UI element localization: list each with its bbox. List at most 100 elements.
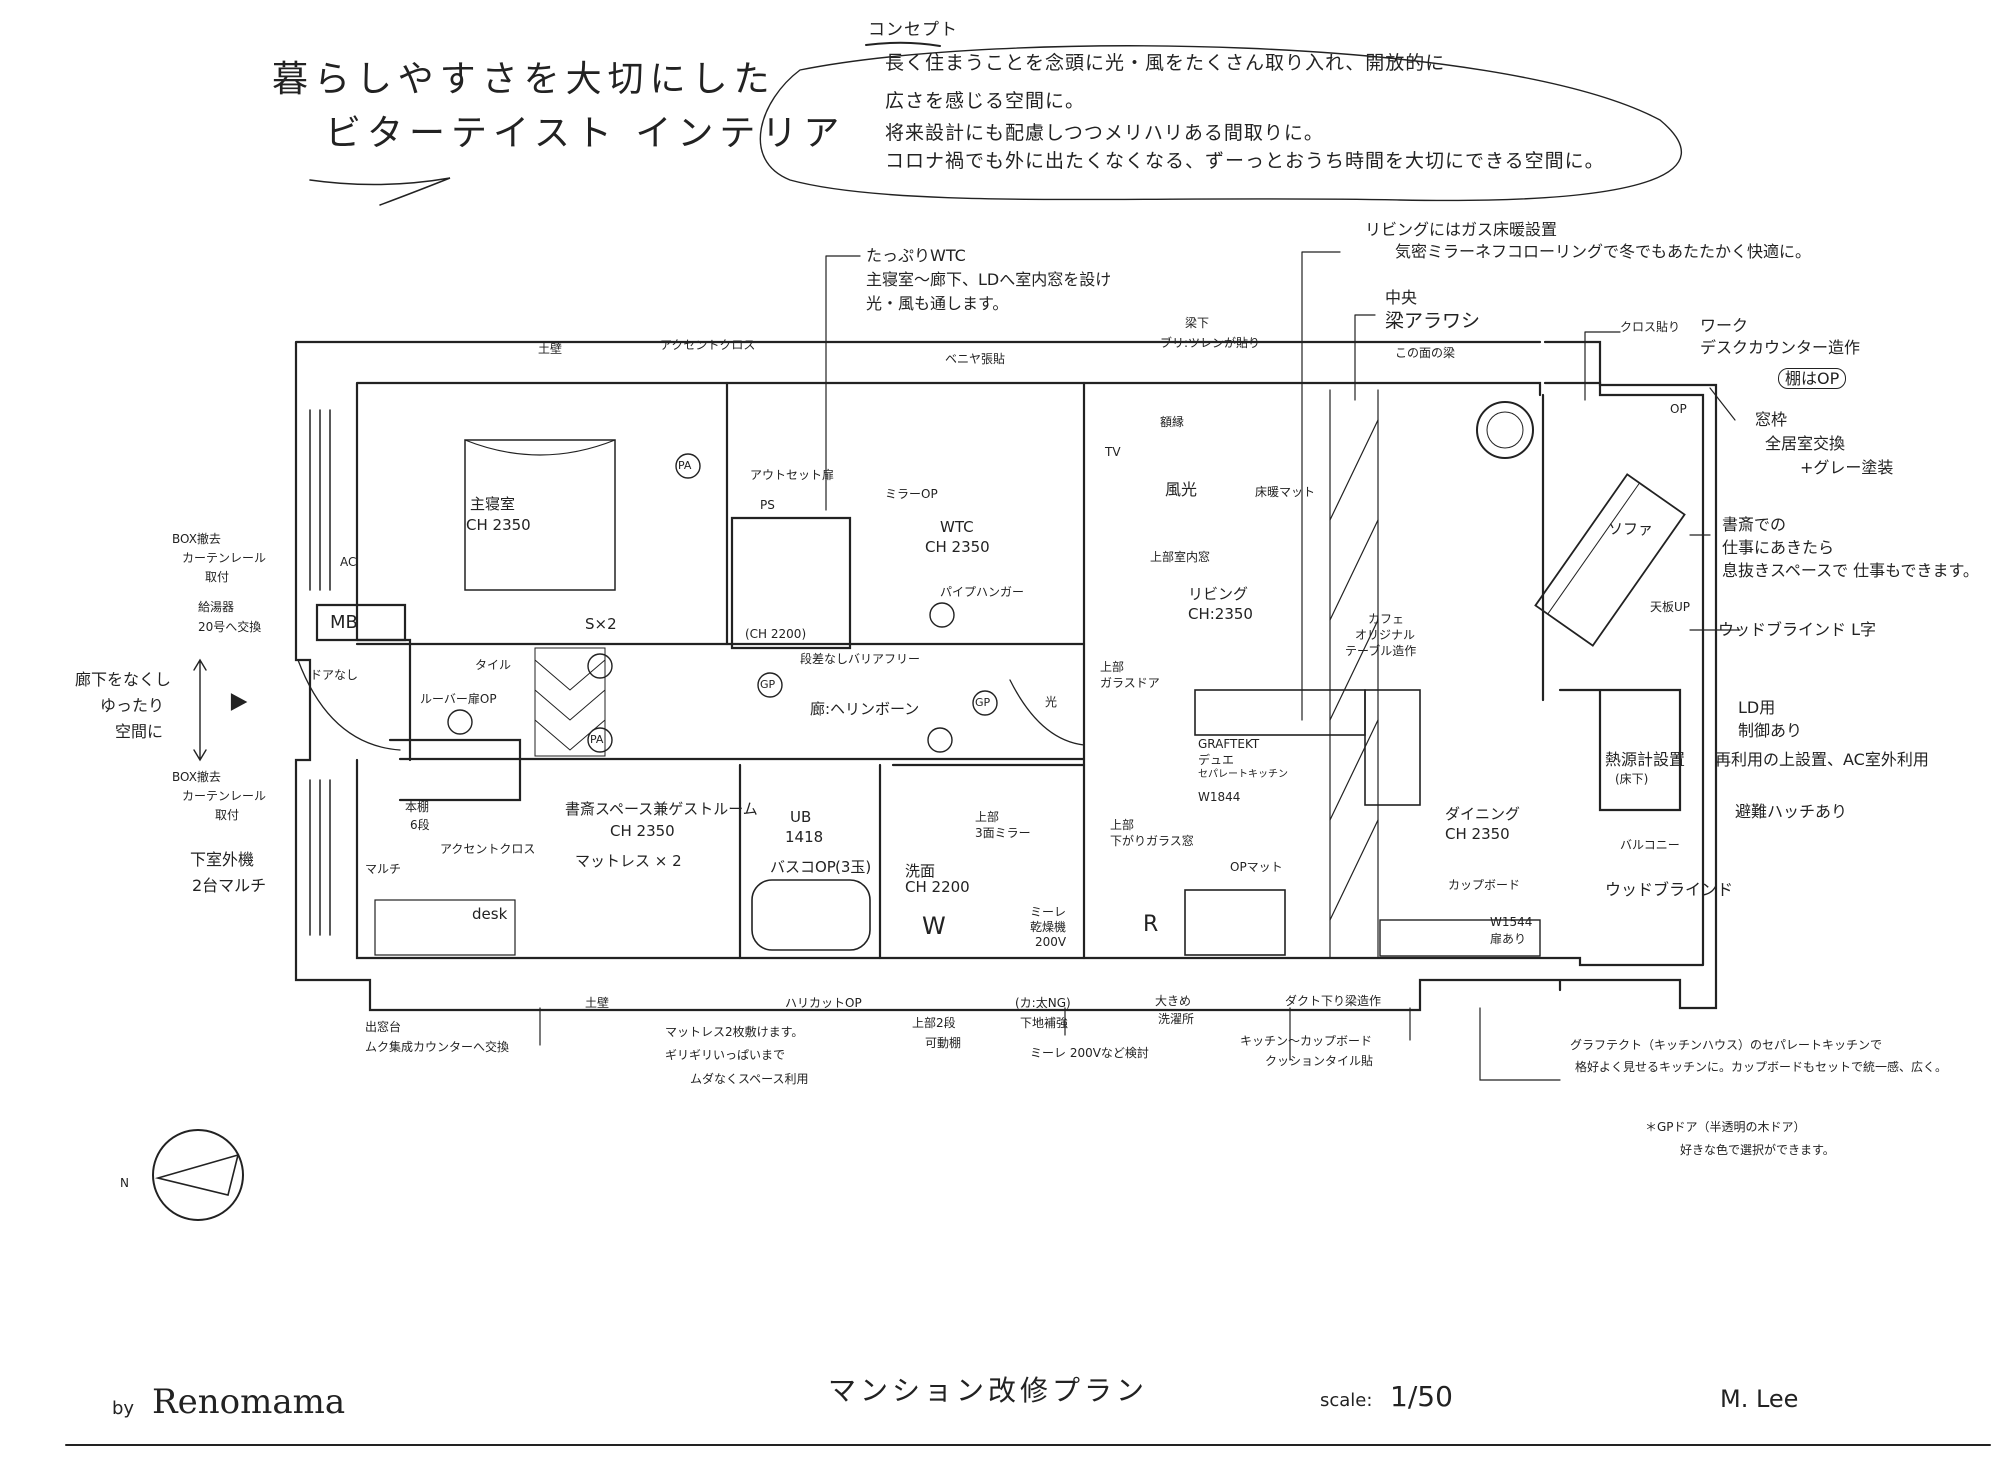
compass-arrow bbox=[154, 1153, 240, 1196]
balcony-label: バルコニー bbox=[1620, 838, 1680, 852]
room-washroom: 洗面 bbox=[905, 862, 936, 880]
room-study-ch: CH 2350 bbox=[610, 822, 675, 840]
wind-light-label: 風光 bbox=[1165, 480, 1198, 499]
note-ld-use: 制御あり bbox=[1738, 721, 1803, 740]
note-wtc: 主寝室〜廊下、LDへ室内窓を設け bbox=[866, 270, 1112, 289]
balcony-line bbox=[1541, 393, 1682, 812]
cafe-table: カフェ bbox=[1368, 612, 1405, 626]
bookshelf-label: 6段 bbox=[410, 818, 430, 832]
note-wood-blind: ウッドブラインド bbox=[1605, 880, 1734, 899]
wtc-box bbox=[730, 516, 852, 650]
note-window-frame: +グレー塗装 bbox=[1800, 458, 1894, 477]
note-cloth: クロス貼り bbox=[1620, 320, 1681, 334]
title-underline bbox=[309, 177, 451, 206]
door-swing bbox=[1009, 679, 1085, 746]
note-earth-wall-bottom: 土壁 bbox=[585, 996, 610, 1010]
upper-window-label: 上部室内窓 bbox=[1150, 550, 1211, 564]
bath-op: バスコOP bbox=[770, 858, 836, 876]
mb-box bbox=[315, 603, 407, 642]
title-line-1: 暮らしやすさを大切にした bbox=[272, 59, 776, 100]
note-laundry: 大きめ bbox=[1155, 994, 1192, 1008]
note-floor-heating: リビングにはガス床暖設置 bbox=[1365, 220, 1558, 239]
bath-op: (3玉) bbox=[835, 858, 872, 876]
note-gp-door: ＊GPドア（半透明の木ドア） bbox=[1645, 1120, 1806, 1134]
note-reuse: 再利用の上設置、AC室外利用 bbox=[1715, 750, 1929, 769]
note-reinforce: ミーレ 200Vなど検討 bbox=[1030, 1046, 1149, 1060]
louver-door-label: ルーバー扉OP bbox=[420, 692, 497, 706]
cafe-table: オリジナル bbox=[1355, 628, 1416, 642]
note-bay-window: 出窓台 bbox=[365, 1020, 402, 1034]
pa-markers bbox=[447, 453, 998, 753]
inner-wall bbox=[355, 381, 1705, 967]
note-mattress: ムダなくスペース利用 bbox=[690, 1072, 809, 1086]
note-work-desk: ワーク bbox=[1700, 316, 1749, 335]
room-hall: 廊:ヘリンボーン bbox=[810, 700, 920, 718]
outer-wall bbox=[294, 340, 1718, 1012]
bed-size: S×2 bbox=[585, 615, 617, 633]
footer-author: M. Lee bbox=[1720, 1385, 1799, 1413]
note-laundry: 洗濯所 bbox=[1158, 1012, 1195, 1026]
note-shelf-op: 棚はOP bbox=[1778, 368, 1847, 390]
plant-icon bbox=[1476, 401, 1534, 459]
light-label: 光 bbox=[1045, 695, 1058, 709]
footer-scale-label: scale: bbox=[1320, 1390, 1373, 1411]
herringbone-floor bbox=[534, 647, 606, 757]
note-shelf-2: 可動棚 bbox=[925, 1036, 962, 1050]
note-beam-face: この面の梁 bbox=[1395, 346, 1456, 360]
room-living-ch: CH:2350 bbox=[1188, 605, 1253, 623]
cupboard-label: カップボード bbox=[1448, 878, 1521, 892]
beam-hatch bbox=[1329, 389, 1379, 959]
note-box-remove-1: 取付 bbox=[205, 570, 230, 584]
note-no-corridor: 廊下をなくし bbox=[75, 670, 172, 689]
note-duct: ダクト下り梁造作 bbox=[1285, 994, 1382, 1008]
fridge-r: R bbox=[1143, 912, 1159, 937]
note-study-break: 書斎での bbox=[1722, 515, 1787, 534]
note-study-break: 息抜きスペースで 仕事もできます。 bbox=[1722, 561, 1979, 580]
note-accent-cloth-top: アクセントクロス bbox=[660, 338, 756, 352]
kitchen-label: セパレートキッチン bbox=[1198, 769, 1288, 780]
mirror-op-label: ミラーOP bbox=[885, 487, 938, 501]
note-ld-use: LD用 bbox=[1738, 698, 1776, 717]
note-work-desk: デスクカウンター造作 bbox=[1700, 338, 1861, 357]
ps-label: PS bbox=[760, 498, 775, 512]
bed bbox=[464, 439, 616, 591]
cafe-table: テーブル造作 bbox=[1345, 644, 1417, 658]
miele-dryer: 乾燥機 bbox=[1030, 920, 1067, 934]
note-window-frame: 全居室交換 bbox=[1765, 434, 1846, 453]
note-box-remove-1: カーテンレール bbox=[182, 551, 267, 565]
tile-label: タイル bbox=[475, 658, 512, 672]
entry-no-door: ドアなし bbox=[310, 668, 359, 682]
room-ub: UB bbox=[790, 808, 812, 826]
washer-w: W bbox=[922, 912, 946, 940]
bookshelf-label: 本棚 bbox=[405, 800, 430, 814]
note-kitchen-tile: キッチン〜カップボード bbox=[1240, 1034, 1373, 1048]
note-earth-wall-top: 土壁 bbox=[538, 342, 563, 356]
note-reinforce: (カ:太NG) bbox=[1015, 996, 1071, 1010]
note-shelf-2: 上部2段 bbox=[912, 1016, 956, 1030]
note-no-corridor: ゆったり bbox=[100, 696, 165, 715]
note-study-break: 仕事にあきたら bbox=[1722, 538, 1835, 557]
note-wtc: 光・風も通します。 bbox=[866, 294, 1009, 313]
mirror3: 上部 bbox=[975, 810, 1000, 824]
note-gp-door: 好きな色で選択ができます。 bbox=[1680, 1143, 1835, 1157]
note-wood-blind-l: ウッドブラインド L字 bbox=[1718, 620, 1877, 639]
note-mattress: ギリギリいっぱいまで bbox=[665, 1048, 786, 1062]
pa-marker-label: PA bbox=[678, 459, 692, 472]
room-wtc: WTC bbox=[940, 518, 974, 536]
cornice-label: 額縁 bbox=[1160, 415, 1185, 429]
compass-circle bbox=[152, 1129, 244, 1221]
note-box-remove-2: BOX撤去 bbox=[172, 770, 221, 784]
concept-line: 広さを感じる空間に。 bbox=[885, 90, 1086, 112]
concept-line: 長く住まうことを念頭に光・風をたくさん取り入れ、開放的に bbox=[885, 52, 1446, 74]
leader-lines bbox=[539, 251, 1741, 1081]
corridor-arrow bbox=[193, 658, 207, 762]
bathtub bbox=[751, 879, 871, 951]
note-no-corridor: 空間に bbox=[115, 722, 164, 741]
sink-unit bbox=[1184, 889, 1286, 956]
note-heat-source: 熱源計設置 bbox=[1605, 750, 1686, 769]
door-swing bbox=[297, 659, 401, 751]
room-ub-size: 1418 bbox=[785, 828, 824, 846]
concept-underline bbox=[865, 41, 941, 47]
sofa-label: ソファ bbox=[1608, 520, 1654, 538]
upper-lower-glass: 下がりガラス窓 bbox=[1110, 834, 1194, 848]
